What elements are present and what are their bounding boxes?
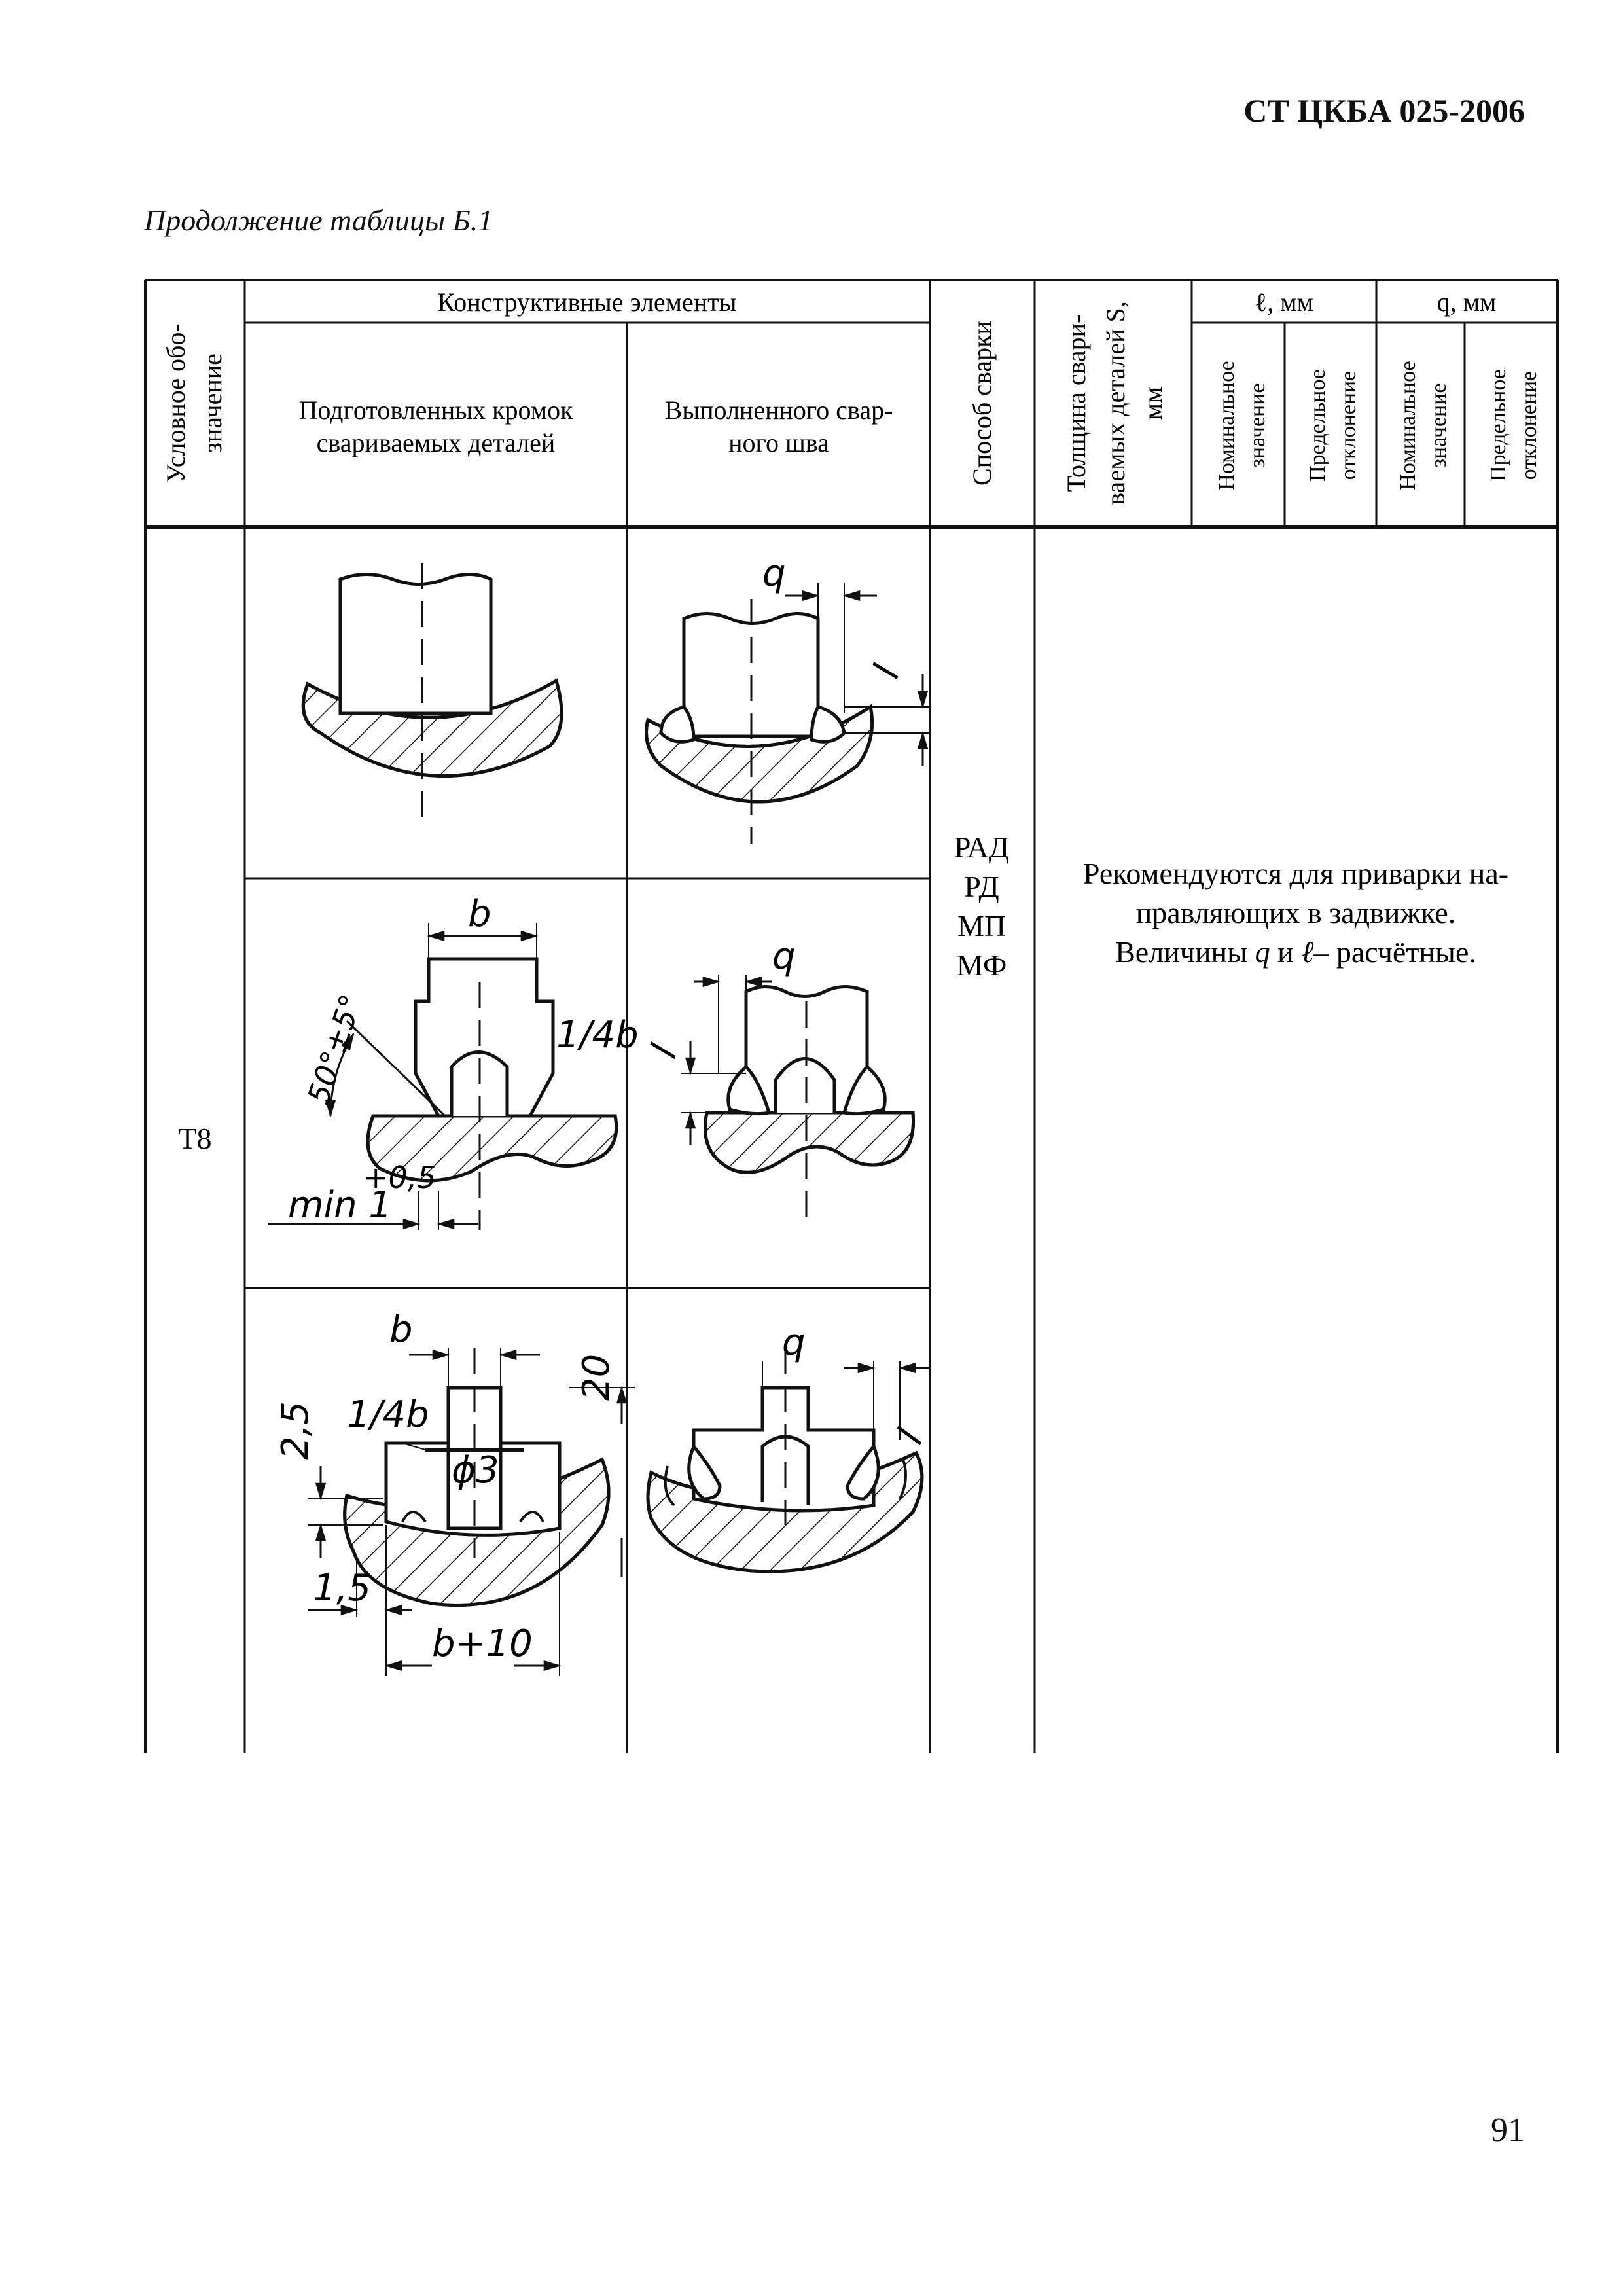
header-prepared-edges-1: Подготовленных кромок	[298, 395, 573, 425]
header-prepared-edges-2: свариваемых деталей	[317, 428, 556, 457]
row-designation-t8: Т8	[178, 1122, 211, 1155]
label-l-2: l	[643, 1039, 687, 1064]
label-b-2: b	[389, 1308, 413, 1351]
label-quarter-b-2: 1/4b	[347, 1393, 429, 1436]
label-phi-3: ϕ3	[452, 1449, 499, 1492]
drawing-finished-weld-2	[681, 975, 916, 1217]
header-l-deviation-2: отклонение	[1336, 371, 1361, 480]
document-code: СТ ЦКБА 025-2006	[1243, 92, 1525, 129]
header-q-deviation-1: Предельное	[1486, 369, 1510, 482]
label-l-1: l	[865, 660, 909, 684]
method-mf: МФ	[957, 948, 1007, 982]
method-rad: РАД	[954, 831, 1009, 864]
label-20: 20	[575, 1354, 618, 1401]
label-min: min 1	[288, 1184, 392, 1227]
label-b-plus-10: b+10	[432, 1623, 533, 1665]
header-l-nominal-2: значение	[1245, 383, 1270, 467]
label-l-3: l	[889, 1423, 933, 1450]
header-l-deviation-1: Предельное	[1306, 369, 1330, 482]
drawing-prepared-edges-1	[301, 563, 563, 818]
header-thickness-1: Толщина свари-	[1061, 315, 1091, 492]
header-designation-2: значение	[198, 353, 227, 453]
header-l-nominal-1: Номинальное	[1215, 361, 1239, 490]
drawing-finished-weld-3	[646, 1348, 929, 1573]
note-line-2: правляющих в задвижке.	[1136, 896, 1456, 929]
header-finished-weld-1: Выполненного свар-	[665, 395, 893, 425]
table-grid	[144, 279, 1559, 1753]
note-line-3: Величины q и ℓ– расчётные.	[1115, 935, 1476, 969]
header-welding-method: Способ сварки	[967, 321, 997, 486]
label-min-tolerance: +0,5	[363, 1160, 437, 1195]
header-designation-1: Условное обо-	[161, 323, 190, 482]
label-b-1: b	[468, 893, 491, 935]
header-thickness-2: ваемых деталей S,	[1101, 301, 1130, 505]
label-1-5: 1,5	[313, 1567, 371, 1609]
header-q-mm: q, мм	[1437, 287, 1497, 317]
drawing-prepared-edges-3	[308, 1348, 635, 1676]
header-l-mm: ℓ, мм	[1255, 287, 1313, 317]
table-caption: Продолжение таблицы Б.1	[144, 204, 493, 237]
label-angle: 50°±5°	[300, 990, 369, 1109]
drawing-finished-weld-1	[645, 583, 929, 844]
header-q-nominal-1: Номинальное	[1396, 361, 1420, 490]
label-q-2: q	[772, 935, 796, 978]
header-finished-weld-2: ного шва	[728, 428, 829, 457]
note-line-1: Рекомендуются для приварки на-	[1083, 857, 1508, 890]
header-q-nominal-2: значение	[1427, 383, 1451, 467]
page-number: 91	[1491, 2111, 1525, 2149]
label-q-1: q	[762, 552, 786, 595]
header-q-deviation-2: отклонение	[1517, 371, 1541, 480]
label-quarter-b-1: 1/4b	[556, 1014, 639, 1056]
label-q-3: q	[782, 1321, 806, 1364]
header-constructive-elements: Конструктивные элементы	[438, 287, 737, 317]
label-2-5: 2,5	[274, 1401, 317, 1460]
drawing-prepared-edges-2	[268, 923, 618, 1230]
method-rd: РД	[964, 870, 999, 903]
method-mp: МП	[957, 909, 1006, 942]
header-thickness-3: мм	[1138, 387, 1168, 420]
